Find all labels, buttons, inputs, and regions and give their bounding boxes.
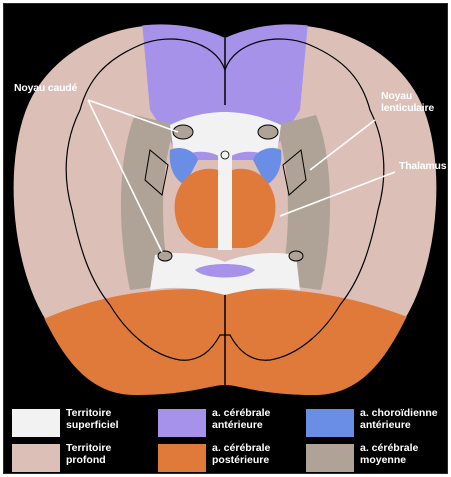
legend-swatch: [306, 409, 354, 437]
thalamus-label: Thalamus: [399, 160, 446, 172]
legend-item-deep: Territoire profond: [12, 440, 152, 474]
legend-swatch: [12, 444, 60, 472]
posterior-cerebral-bottom: [20, 289, 440, 420]
legend-item-anterior-cerebral: a. cérébrale antérieure: [158, 405, 298, 439]
legend-label: a. choroïdienne antérieure: [360, 407, 438, 431]
legend-item-anterior-choroidal: a. choroïdienne antérieure: [306, 405, 446, 439]
third-ventricle: [221, 151, 229, 159]
caudate-label: Noyau caudé: [14, 82, 77, 94]
legend-swatch: [12, 409, 60, 437]
caudate-right: [258, 125, 278, 139]
caudate-tail-right: [289, 251, 303, 261]
legend-label: a. cérébrale antérieure: [212, 407, 270, 431]
legend-item-posterior-cerebral: a. cérébrale postérieure: [158, 440, 298, 474]
legend-label: a. cérébrale moyenne: [360, 442, 418, 466]
legend-label: Territoire superficiel: [66, 407, 119, 431]
legend-swatch: [306, 444, 354, 472]
septum: [218, 150, 232, 250]
caudate-tail-left: [158, 251, 172, 261]
lenticular-label: Noyau lenticulaire: [381, 90, 434, 114]
legend-swatch: [158, 409, 206, 437]
legend-item-superficial: Territoire superficiel: [12, 405, 152, 439]
legend-swatch: [158, 444, 206, 472]
legend-item-middle-cerebral: a. cérébrale moyenne: [306, 440, 446, 474]
legend-label: Territoire profond: [66, 442, 111, 466]
legend-label: a. cérébrale postérieure: [212, 442, 270, 466]
